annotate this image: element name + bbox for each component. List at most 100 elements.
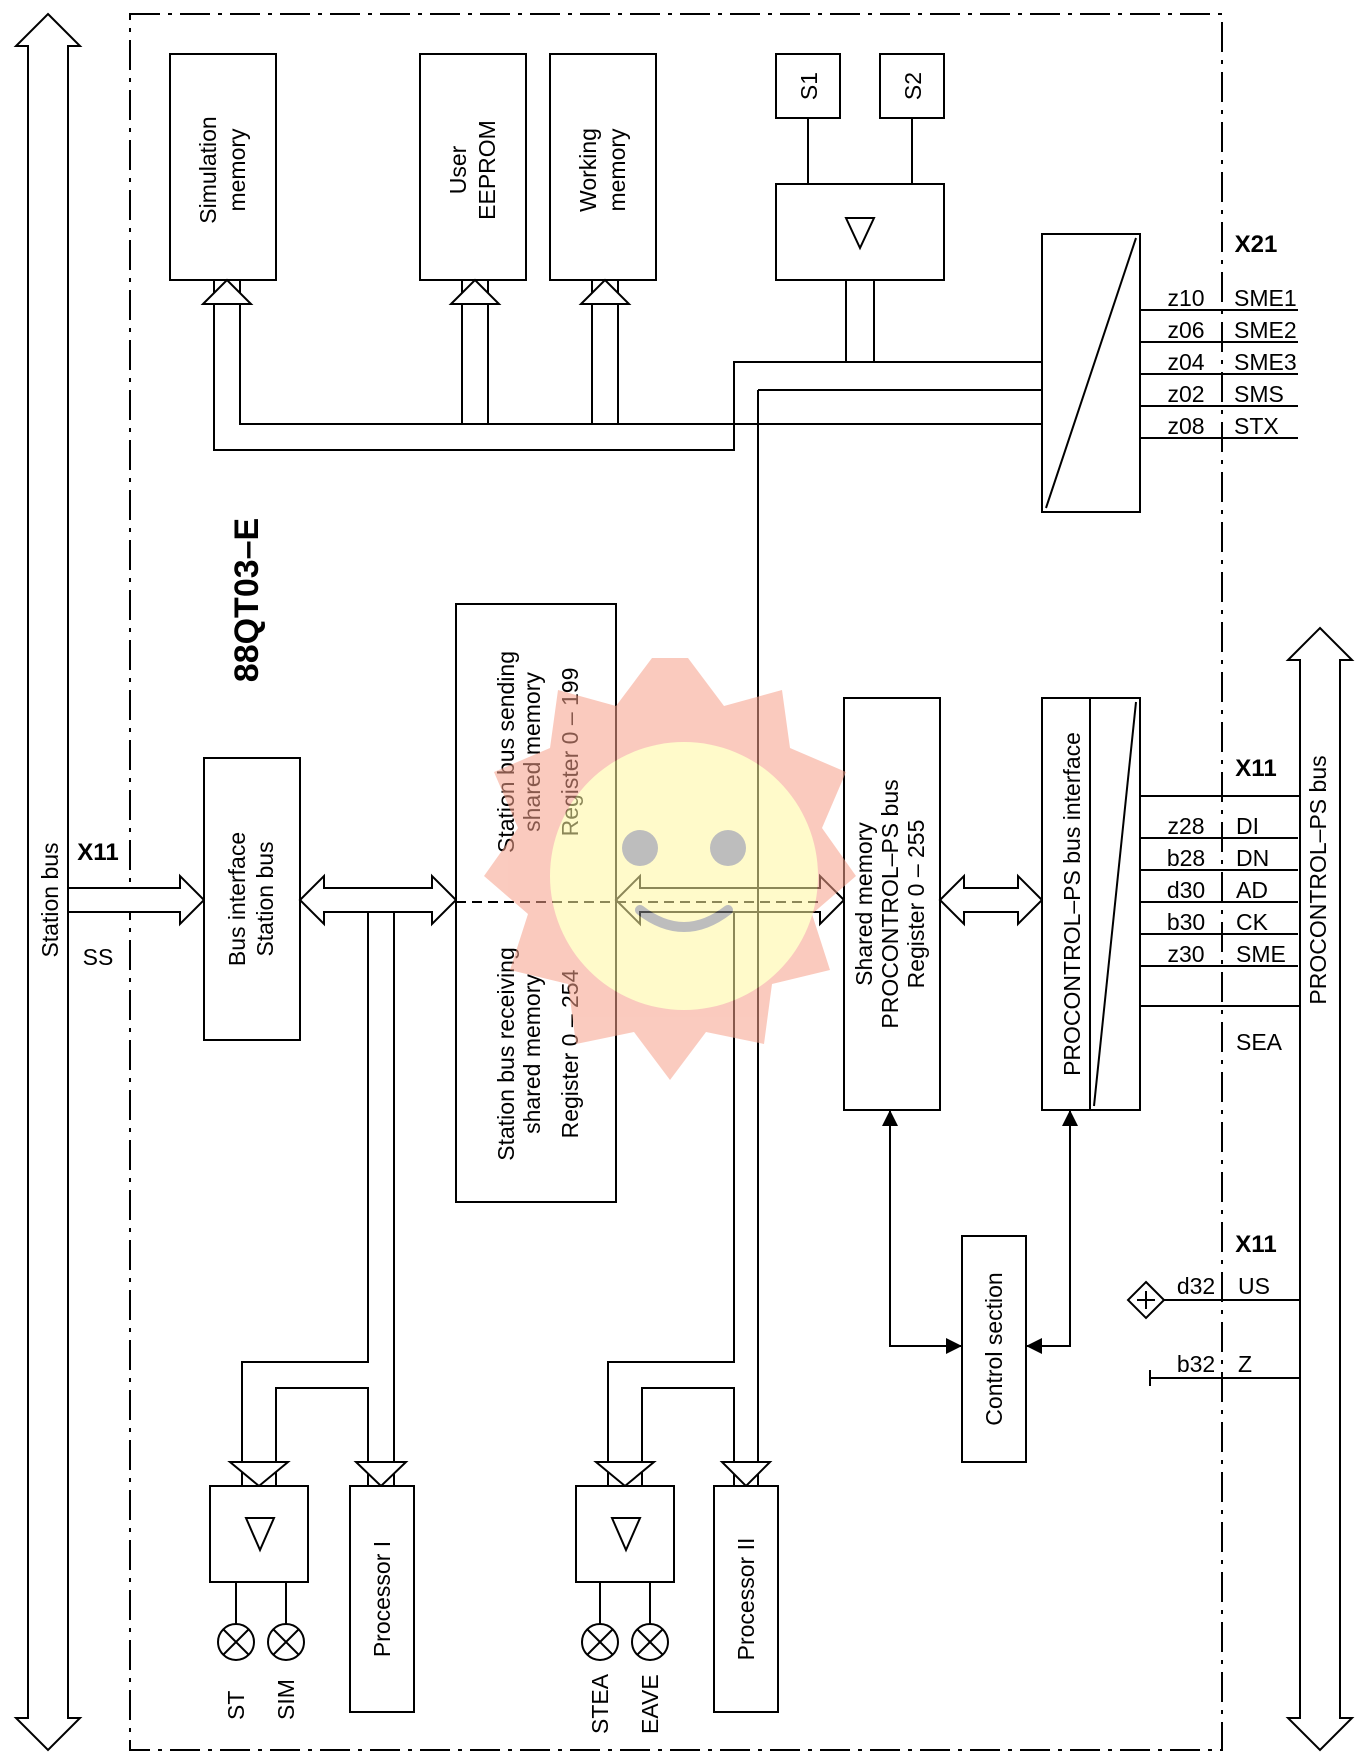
switch-s1: S1 <box>775 53 841 119</box>
procontrol-ps-bus-label: PROCONTROL–PS bus <box>1305 755 1331 1004</box>
smiley-mouth <box>635 905 733 932</box>
receiving-memory-label-2: shared memory <box>519 974 545 1134</box>
x11-ps-signal: SME <box>1236 941 1286 967</box>
ps-bus-interface-block: PROCONTROL–PS bus interface <box>1041 697 1141 1111</box>
arrowhead <box>1062 1110 1078 1126</box>
x11-ps-signal-sea: SEA <box>1236 1029 1283 1055</box>
arrowhead <box>946 1338 962 1354</box>
x11-ps-pin: z28 <box>1167 813 1204 839</box>
arrow-to-processor-2-driver <box>593 1461 657 1488</box>
x11-ps-signal: CK <box>1236 909 1269 935</box>
arrow-to-processor-2 <box>719 1461 773 1488</box>
x11-ps-pin: z30 <box>1167 941 1204 967</box>
working-memory-label-2: memory <box>604 128 630 212</box>
x11-ps-signal: DN <box>1236 845 1269 871</box>
bus-interface-label-2: Station bus <box>252 841 278 956</box>
station-bus-arrow <box>13 12 83 1752</box>
x21-signal: SME1 <box>1234 285 1297 311</box>
x21-signal: STX <box>1234 413 1279 439</box>
x21-signal: SMS <box>1234 381 1284 407</box>
smiley-eye-right <box>710 830 746 866</box>
sun-smiley-sticker <box>484 658 856 1080</box>
ps-shared-memory-block: Shared memory PROCONTROL–PS bus Register… <box>843 697 941 1111</box>
arrowhead <box>882 1110 898 1126</box>
lamp-stea-icon <box>581 1623 619 1661</box>
processor-1-label: Processor I <box>369 1541 395 1657</box>
control-section-label: Control section <box>981 1272 1007 1425</box>
receiving-memory-label-1: Station bus receiving <box>493 947 519 1161</box>
lamp-eave-icon <box>631 1623 669 1661</box>
switch-s2: S2 <box>879 53 945 119</box>
switch-s2-label: S2 <box>900 72 926 100</box>
x11-ps-pin-list: z28 DI b28 DN d30 AD b30 CK z30 SME SEA <box>1140 652 1301 1290</box>
module-frame <box>129 13 1223 1751</box>
driver-triangle-icon <box>244 1517 276 1553</box>
arrow-to-processor-1-driver <box>227 1461 291 1488</box>
switch-s1-label: S1 <box>796 72 822 100</box>
station-bus-connector-label: X11 <box>77 839 118 866</box>
user-eeprom-label-1: User <box>445 145 471 194</box>
x11-ps-pin: b30 <box>1167 909 1205 935</box>
simulation-memory-label-2: memory <box>224 128 250 212</box>
x11-power-connector-label: X11 <box>1235 1231 1276 1258</box>
x21-pin: z04 <box>1167 349 1204 375</box>
x21-pin: z06 <box>1167 317 1204 343</box>
x21-pin: z10 <box>1167 285 1204 311</box>
working-memory-label-1: Working <box>575 128 601 212</box>
processor-2-block: Processor II <box>713 1485 779 1713</box>
x11-power-pin: d32 <box>1177 1273 1215 1299</box>
lamp-sim-icon <box>267 1623 305 1661</box>
station-bus-label: Station bus <box>37 842 63 957</box>
arrowhead <box>1026 1338 1042 1354</box>
x11-ps-pin: d30 <box>1167 877 1205 903</box>
bus-interface-label-1: Bus interface <box>224 832 250 966</box>
x21-connector-label: X21 <box>1235 231 1278 258</box>
module-title: 88QT03–E <box>228 518 266 682</box>
smiley-eye-left <box>622 830 658 866</box>
driver-triangle-icon <box>610 1517 642 1553</box>
x11-power-pin-list: d32 US b32 Z <box>1126 1273 1300 1386</box>
x11-ps-connector-label: X11 <box>1235 755 1276 782</box>
lamp-driver-block-2 <box>575 1485 675 1583</box>
bus-interface-to-shared-memory-arrow <box>298 873 458 927</box>
simulation-memory-block: Simulation memory <box>169 53 277 281</box>
station-bus-signal-ss: SS <box>83 944 114 970</box>
x11-power-signal: Z <box>1238 1351 1252 1377</box>
lamp-st-label: ST <box>223 1691 249 1720</box>
sending-memory-label-1: Station bus sending <box>493 651 519 853</box>
x21-pin: z02 <box>1167 381 1204 407</box>
ps-memory-to-ps-interface-arrow <box>938 873 1044 927</box>
arrow-to-simulation-memory <box>200 278 254 305</box>
x11-power-pin: b32 <box>1177 1351 1215 1377</box>
control-section-block: Control section <box>961 1235 1027 1463</box>
lamp-sim-label: SIM <box>273 1679 299 1720</box>
arrow-to-working-memory <box>578 278 632 305</box>
lamp-driver-block-1 <box>209 1485 309 1583</box>
lamp-stea-label: STEA <box>587 1673 613 1734</box>
simulation-memory-label-1: Simulation <box>195 116 221 223</box>
ps-bus-interface-label: PROCONTROL–PS bus interface <box>1059 732 1085 1076</box>
bus-interface-station-block: Bus interface Station bus <box>203 757 301 1041</box>
x11-ps-signal: DI <box>1236 813 1259 839</box>
x11-power-signal: US <box>1238 1273 1270 1299</box>
lamp-st-icon <box>217 1623 255 1661</box>
x11-ps-signal: AD <box>1236 877 1268 903</box>
processor-2-label: Processor II <box>733 1538 759 1661</box>
switch-driver-block <box>775 183 945 281</box>
user-eeprom-block: User EEPROM <box>419 53 527 281</box>
driver-triangle-icon <box>844 217 876 251</box>
ps-shared-memory-label-1: Shared memory <box>851 822 877 986</box>
ps-shared-memory-label-2: PROCONTROL–PS bus <box>877 779 903 1028</box>
x21-interface-block <box>1041 233 1141 513</box>
x21-pin: z08 <box>1167 413 1204 439</box>
arrow-to-processor-1 <box>353 1461 409 1488</box>
lamp-eave-label: EAVE <box>637 1674 663 1734</box>
user-eeprom-label-2: EEPROM <box>474 120 500 220</box>
smiley-face <box>550 742 818 1010</box>
x21-pin-list: z10 SME1 z06 SME2 z04 SME3 z02 SMS z08 S… <box>1140 285 1298 439</box>
x21-signal: SME2 <box>1234 317 1297 343</box>
station-bus-to-interface-arrow <box>67 873 206 927</box>
arrow-to-user-eeprom <box>448 278 502 305</box>
x21-signal: SME3 <box>1234 349 1297 375</box>
